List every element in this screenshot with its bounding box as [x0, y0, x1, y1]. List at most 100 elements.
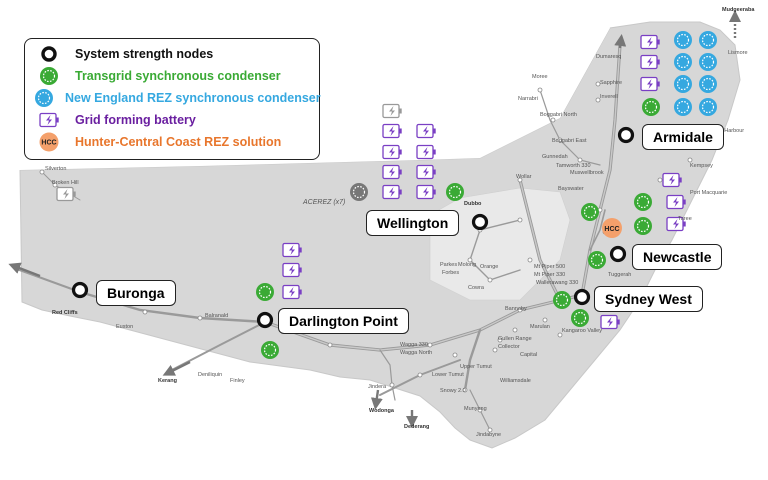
place-label: Jindabyne — [476, 432, 502, 438]
green-condenser-icon — [633, 192, 653, 212]
place-label: Snowy 2.0 — [440, 388, 466, 394]
central-west-area — [429, 187, 571, 301]
place-label: Lower Tumut — [432, 372, 464, 378]
place-label: Bannaby — [505, 306, 527, 312]
grey-condenser-icon — [349, 182, 369, 202]
place-label: Wagga North — [400, 350, 433, 356]
place-label: Molong — [458, 262, 477, 268]
place-label: Boggabri North — [540, 112, 577, 118]
green-condenser-icon — [255, 282, 275, 302]
hcc-icon — [602, 218, 622, 238]
place-label: Wallerawang 330 — [536, 280, 579, 286]
legend-label: Transgrid synchronous condenser — [75, 69, 281, 83]
place-label: Red Cliffs — [52, 310, 78, 316]
legend: System strength nodes Transgrid synchron… — [24, 38, 321, 160]
legend-row-battery: Grid forming battery — [33, 109, 311, 131]
place-label: Parkes — [440, 262, 458, 268]
node-label-armidale[interactable]: Armidale — [642, 124, 724, 150]
green-condenser-icon — [33, 65, 65, 87]
node-darlington-point — [256, 311, 274, 329]
node-armidale — [617, 126, 635, 144]
place-label: Balranald — [205, 313, 229, 319]
legend-label: Grid forming battery — [75, 113, 196, 127]
node-label-buronga[interactable]: Buronga — [96, 280, 176, 306]
green-condenser-icon — [633, 216, 653, 236]
place-label: Mt Piper 500 — [534, 264, 566, 270]
place-label: Bayswater — [558, 186, 584, 192]
place-label: Capital — [520, 352, 538, 358]
legend-row-blue: New England REZ synchronous condenser — [33, 87, 321, 109]
battery-cluster-armidale — [640, 34, 661, 92]
place-label: Tamworth 330 — [556, 163, 591, 169]
place-label: Upper Tumut — [460, 364, 492, 370]
place-label: Mt Piper 330 — [534, 272, 566, 278]
legend-label: New England REZ synchronous condenser — [65, 91, 321, 105]
place-label: Munyang — [464, 406, 487, 412]
battery-cluster-darlington — [282, 242, 303, 300]
green-condenser-icon — [552, 290, 572, 310]
place-label: Cowra — [468, 285, 484, 291]
node-wellington — [471, 213, 489, 231]
green-condenser-icon — [587, 250, 607, 270]
place-label: Forbes — [442, 270, 460, 276]
place-label: Orange — [480, 264, 499, 270]
place-label: Coffs Harbour — [710, 128, 745, 134]
node-buronga — [71, 281, 89, 299]
blue-condenser-icon — [33, 87, 55, 109]
place-label: Broken Hill — [52, 180, 79, 186]
legend-row-nodes: System strength nodes — [33, 43, 311, 65]
place-label: Tuggerah — [608, 272, 632, 278]
legend-row-hcc: HCC Hunter-Central Coast REZ solution — [33, 131, 311, 153]
place-label: Jindera — [368, 384, 387, 390]
green-condenser-icon — [580, 202, 600, 222]
green-condenser-icon — [445, 182, 465, 202]
place-label: Wagga 330 — [400, 342, 428, 348]
place-label: Moree — [532, 74, 548, 80]
green-condenser-icon — [570, 308, 590, 328]
node-sydney-west — [573, 288, 591, 306]
place-label: Narrabri — [518, 96, 538, 102]
node-label-wellington[interactable]: Wellington — [366, 210, 460, 236]
place-label: Port Macquarie — [690, 190, 728, 196]
acerez-label: ACEREZ (x7) — [303, 199, 346, 206]
place-label: Dubbo — [464, 201, 482, 207]
legend-label: Hunter-Central Coast REZ solution — [75, 135, 282, 149]
place-label: Wollar — [516, 174, 532, 180]
hcc-icon: HCC — [33, 131, 65, 153]
battery-icon — [382, 103, 403, 119]
node-label-sydney-west[interactable]: Sydney West — [594, 286, 703, 312]
place-label: Gullen Range — [498, 336, 532, 342]
place-label: Marulan — [530, 324, 550, 330]
place-label: Mudgeeraba — [722, 7, 755, 13]
legend-label: System strength nodes — [75, 47, 214, 61]
place-label: Inverell — [600, 94, 618, 100]
node-label-newcastle[interactable]: Newcastle — [632, 244, 723, 270]
place-label: Kerang — [158, 378, 177, 384]
battery-icon — [33, 109, 65, 131]
green-condenser-icon — [260, 340, 280, 360]
node-label-darlington-point[interactable]: Darlington Point — [278, 308, 409, 334]
place-label: Silverton — [45, 166, 67, 172]
hcc-badge-text: HCC — [604, 226, 619, 233]
place-label: Kempsey — [690, 163, 713, 169]
place-label: Lismore — [728, 50, 748, 56]
system-strength-nodes — [71, 126, 635, 329]
place-label: Taree — [678, 216, 692, 222]
place-label: Finley — [230, 378, 245, 384]
place-label: Dederang — [404, 424, 430, 430]
place-label: Williamsdale — [500, 378, 531, 384]
place-label: Sapphire — [600, 80, 623, 86]
place-label: Collector — [498, 344, 520, 350]
node-newcastle — [609, 245, 627, 263]
place-label: Dumaresq — [596, 54, 622, 60]
place-label: Wodonga — [369, 408, 394, 414]
green-condenser-icon — [641, 97, 661, 117]
place-label: Deniliquin — [198, 372, 223, 378]
place-label: Gunnedah — [542, 154, 568, 160]
svg-text:HCC: HCC — [41, 140, 56, 147]
place-label: Muswellbrook — [570, 170, 604, 176]
node-ring-icon — [33, 43, 65, 65]
place-label: Boggabri East — [552, 138, 587, 144]
legend-row-green: Transgrid synchronous condenser — [33, 65, 311, 87]
